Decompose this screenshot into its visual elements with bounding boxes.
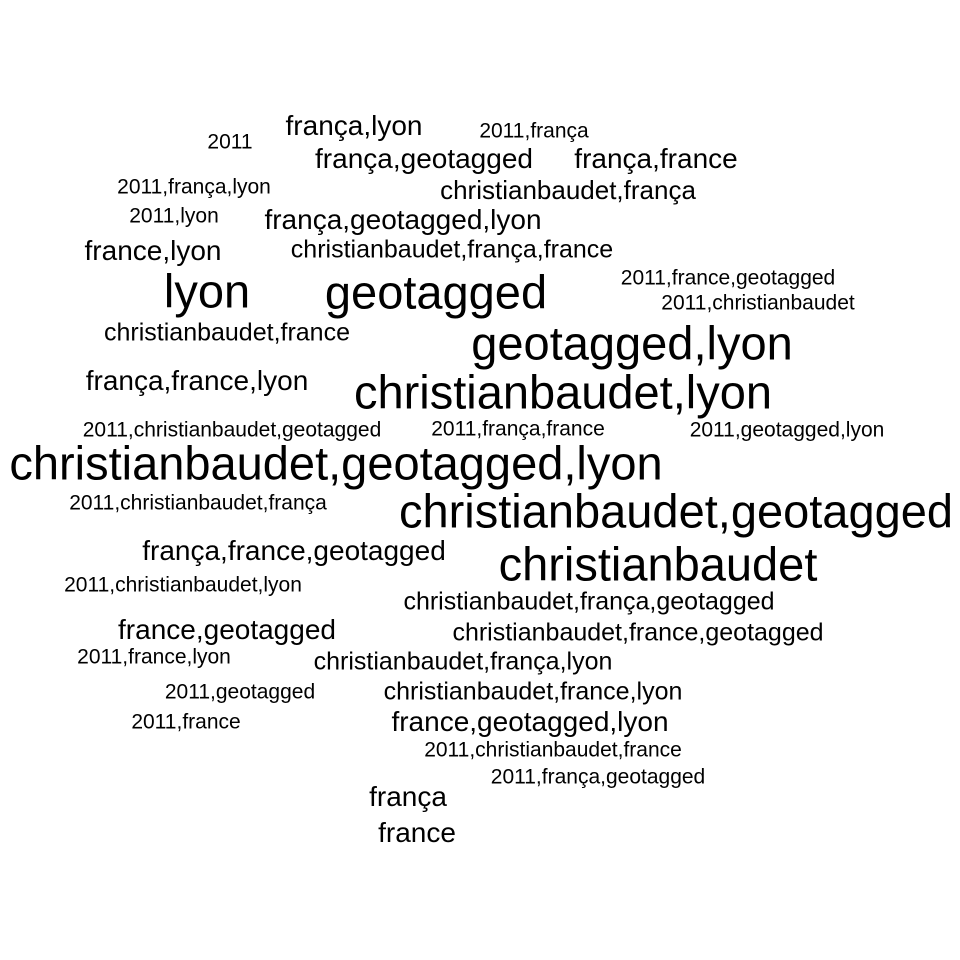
cloud-word: frança,france,geotagged — [142, 535, 446, 566]
cloud-word: christianbaudet,lyon — [353, 365, 773, 419]
cloud-word: christianbaudet,geotagged — [399, 484, 953, 538]
cloud-word: 2011 — [207, 130, 253, 154]
cloud-word: frança — [369, 781, 447, 812]
cloud-word: france,lyon — [84, 235, 222, 266]
cloud-word: 2011,lyon — [129, 204, 219, 228]
cloud-word: france,geotagged,lyon — [391, 706, 669, 737]
cloud-word: frança,geotagged — [315, 143, 533, 174]
cloud-word: 2011,france — [131, 710, 241, 734]
cloud-word: 2011,geotagged — [164, 680, 316, 704]
cloud-word: christianbaudet,france,lyon — [383, 677, 683, 706]
cloud-word: 2011,frança,geotagged — [490, 765, 706, 789]
cloud-word: geotagged — [324, 265, 548, 319]
cloud-word: 2011,frança — [479, 119, 589, 143]
cloud-word: 2011,frança,lyon — [117, 175, 271, 199]
cloud-word: christianbaudet — [498, 537, 818, 591]
cloud-word: frança,france — [574, 143, 738, 174]
cloud-word: christianbaudet,france,geotagged — [452, 618, 824, 647]
cloud-word: christianbaudet,france — [104, 318, 350, 347]
cloud-word: 2011,france,geotagged — [620, 266, 836, 290]
cloud-word: 2011,christianbaudet,france — [424, 738, 682, 762]
cloud-word: christianbaudet,frança,lyon — [313, 647, 613, 676]
cloud-word: 2011,frança,france — [431, 417, 605, 441]
cloud-word: christianbaudet,frança — [440, 175, 696, 205]
cloud-word: frança,france,lyon — [85, 365, 309, 396]
cloud-word: frança,lyon — [285, 110, 423, 141]
cloud-word: 2011,christianbaudet — [661, 291, 855, 315]
cloud-word: lyon — [163, 264, 251, 318]
cloud-word: france — [378, 817, 456, 848]
cloud-word: 2011,geotagged,lyon — [689, 418, 885, 442]
cloud-word: 2011,christianbaudet,lyon — [64, 573, 302, 597]
cloud-word: christianbaudet,frança,geotagged — [403, 587, 775, 616]
cloud-word: geotagged,lyon — [471, 316, 793, 370]
cloud-word: 2011,christianbaudet,frança — [69, 491, 327, 515]
cloud-word: france,geotagged — [118, 614, 336, 645]
cloud-word: christianbaudet,geotagged,lyon — [9, 436, 663, 490]
cloud-word: frança,geotagged,lyon — [264, 204, 542, 235]
cloud-word: 2011,france,lyon — [77, 645, 231, 669]
cloud-word: 2011,christianbaudet,geotagged — [82, 418, 382, 442]
cloud-word: christianbaudet,frança,france — [290, 235, 614, 264]
